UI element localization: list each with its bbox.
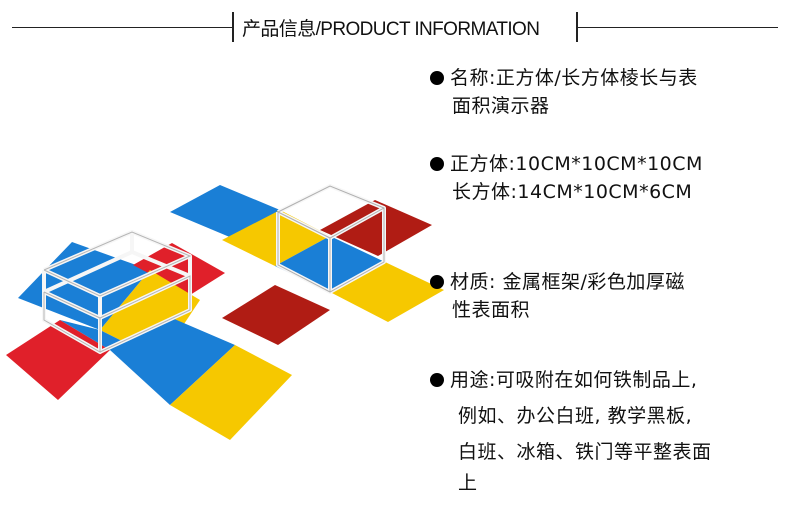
header-rule-left xyxy=(12,27,232,28)
bullet-icon xyxy=(430,373,444,387)
info-size: 正方体:10CM*10CM*10CM 长方体:14CM*10CM*6CM xyxy=(430,150,785,206)
cuboid-net xyxy=(6,230,292,440)
cube-net xyxy=(170,184,444,345)
info-usage: 用途:可吸附在如何铁制品上, 例如、办公白班, 教学黑板, 白班、冰箱、铁门等平… xyxy=(430,362,785,496)
net-face xyxy=(6,320,110,400)
net-face xyxy=(133,243,225,295)
bullet-icon xyxy=(430,275,444,289)
net-face xyxy=(110,318,235,405)
product-photo xyxy=(6,184,444,440)
info-name: 名称:正方体/长方体棱长与表 面积演示器 xyxy=(430,64,785,120)
header-tick-left xyxy=(232,12,234,42)
header-title: 产品信息/PRODUCT INFORMATION xyxy=(242,19,540,40)
bullet-icon xyxy=(430,157,444,171)
info-material: 材质: 金属框架/彩色加厚磁 性表面积 xyxy=(430,268,785,324)
bullet-icon xyxy=(430,71,444,85)
header-tick-right xyxy=(576,12,578,42)
section-header: 产品信息/PRODUCT INFORMATION xyxy=(0,0,790,56)
net-face xyxy=(170,345,292,440)
net-face xyxy=(222,285,330,345)
header-rule-right xyxy=(578,27,778,28)
net-face xyxy=(320,200,432,256)
